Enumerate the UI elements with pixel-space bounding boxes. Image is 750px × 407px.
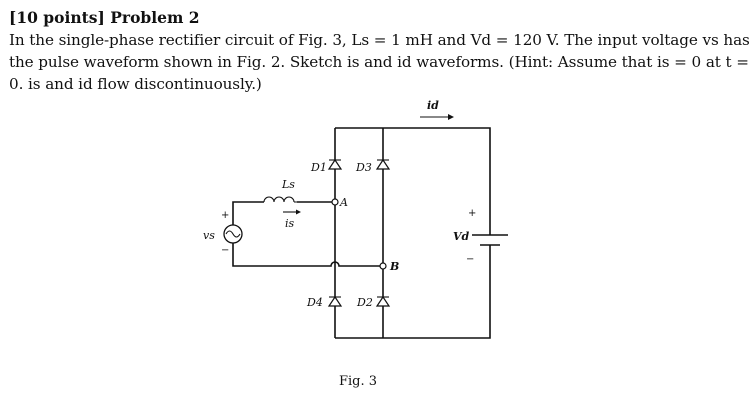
rectifier-circuit-diagram: id D1 D3 Ls is A B D4 D2 vs Vd + − + − F… [203, 99, 508, 389]
problem-heading: [10 points] Problem 2 [9, 8, 200, 27]
node-b-label: B [389, 260, 399, 273]
vd-label: Vd [453, 230, 470, 243]
d1-label: D1 [310, 161, 327, 174]
d3-label: D3 [355, 161, 372, 174]
diode-d1 [327, 158, 343, 170]
diode-d3 [375, 158, 391, 170]
vs-label: vs [203, 229, 215, 242]
source-bottom-wire [232, 243, 380, 267]
ls-label: Ls [281, 178, 295, 191]
ac-source-symbol [223, 224, 243, 244]
node-b-dot [379, 262, 387, 270]
problem-line-1: In the single-phase rectifier circuit of… [9, 31, 750, 49]
source-top-wire [232, 201, 264, 225]
dc-minus-label: − [466, 254, 474, 265]
diode-d2 [375, 295, 391, 307]
d2-label: D2 [356, 296, 373, 309]
dc-battery-symbol [472, 234, 508, 246]
figure-caption: Fig. 3 [339, 374, 377, 389]
diode-d4 [327, 295, 343, 307]
problem-text: [10 points] Problem 2 In the single-phas… [9, 7, 750, 95]
source-plus-label: + [221, 210, 229, 221]
d4-label: D4 [306, 296, 323, 309]
top-rail-wire [335, 127, 491, 235]
is-arrowhead [296, 209, 301, 215]
node-a-dot [331, 198, 339, 206]
source-minus-label: − [221, 245, 229, 256]
problem-line-2: the pulse waveform shown in Fig. 2. Sket… [9, 53, 749, 71]
problem-line-3: 0. is and id flow discontinuously.) [9, 75, 262, 93]
node-a-label: A [339, 196, 348, 209]
id-arrowhead [448, 114, 454, 120]
id-label: id [427, 99, 439, 112]
is-label: is [285, 217, 295, 230]
dc-plus-label: + [468, 208, 476, 219]
bottom-rail-wire [335, 245, 491, 339]
inductor-ls [263, 196, 297, 203]
